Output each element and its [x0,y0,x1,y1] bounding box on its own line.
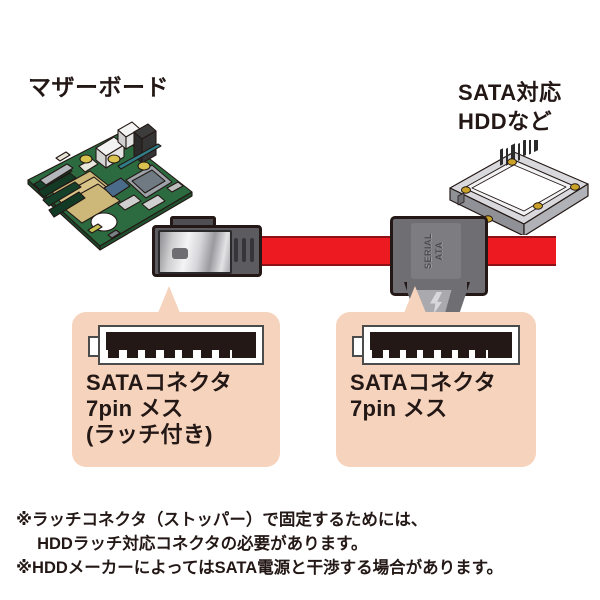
callout-pointer [158,286,180,313]
straight-latch-connector [152,216,262,277]
pin [163,349,175,358]
footnote-1: ※ラッチコネクタ（ストッパー）で固定するためには、 HDDラッチ対応コネクタの必… [16,511,428,553]
latch-slot [172,248,188,259]
pin [457,349,469,358]
pin [440,349,452,358]
port-pins [372,349,486,358]
port-cavity [106,332,256,350]
pin [219,349,230,358]
pin [423,349,435,358]
port-tongue [488,332,512,358]
pin [182,349,193,358]
callout-right: SATAコネクタ 7pin メス [336,286,536,467]
grip-rib [250,238,254,262]
callout-right-caption: SATAコネクタ 7pin メス [350,370,497,421]
pin [145,349,156,358]
hdd-illustration [442,134,594,237]
footnotes: ※ラッチコネクタ（ストッパー）で固定するためには、 HDDラッチ対応コネクタの必… [16,508,592,580]
pin [372,349,383,358]
pin [200,349,212,358]
callout-left: SATAコネクタ 7pin メス (ラッチ付き) [72,286,280,467]
sata-port-icon-right [352,325,520,365]
serial-ata-emboss: SERIAL ATA [411,223,461,279]
pin [474,349,486,358]
metal-latch [158,230,232,274]
footnote-2: ※HDDメーカーによってはSATA電源と干渉する場合があります。 [16,559,503,577]
callout-left-caption: SATAコネクタ 7pin メス (ラッチ付き) [86,370,233,447]
grip-rib [242,238,246,262]
pin [389,349,401,358]
motherboard-label: マザーボード [28,74,169,100]
serial-ata-text: SERIAL ATA [423,233,444,270]
hdd-label: SATA対応 HDDなど [458,80,562,134]
pin [126,349,138,358]
port-tongue [232,332,256,358]
sata-port-icon-left [88,325,264,365]
motherboard-illustration [22,118,197,253]
pin [108,349,119,358]
pin [406,349,418,358]
port-pins [108,349,230,358]
callout-pointer [404,286,426,313]
port-cavity [370,332,512,350]
grip-rib [234,238,238,262]
sata-cable: SERIAL ATA [140,212,556,327]
